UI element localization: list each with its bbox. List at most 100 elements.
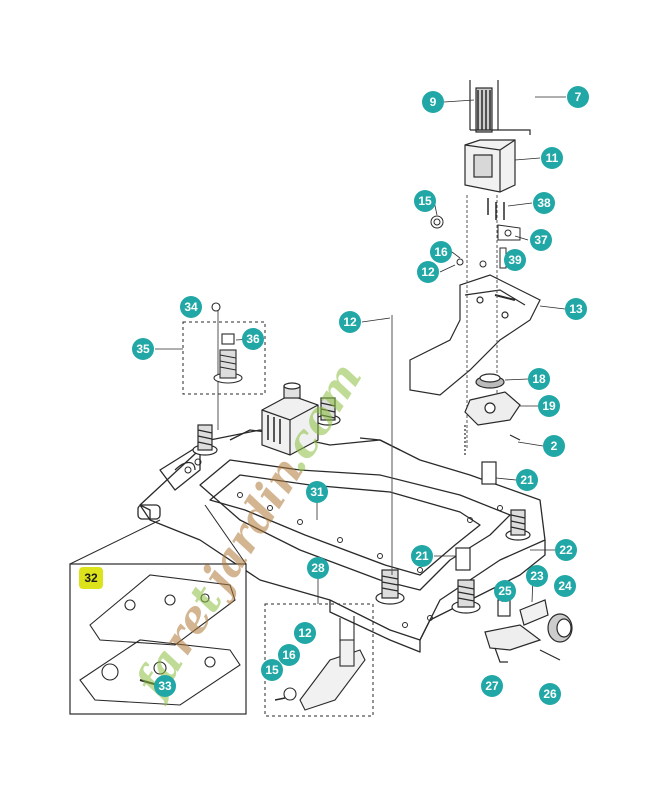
callout-badge [339, 311, 361, 333]
callout-badge [539, 683, 561, 705]
callout-2: 2 [543, 435, 565, 457]
callout-26: 26 [539, 683, 561, 705]
small-fasteners [430, 198, 521, 269]
callout-badge [154, 675, 176, 697]
callout-36: 36 [242, 328, 264, 350]
callout-badge [541, 147, 563, 169]
callout-label: 18 [532, 372, 546, 386]
callout-label: 15 [418, 194, 432, 208]
callout-label: 12 [421, 265, 435, 279]
callout-badge [307, 557, 329, 579]
callout-label: 24 [558, 579, 572, 593]
callout-badge [504, 249, 526, 271]
callout-badge [430, 241, 452, 263]
callout-badge [132, 338, 154, 360]
callout-32: 32 [79, 567, 103, 589]
callout-35: 35 [132, 338, 154, 360]
callout-badge [543, 435, 565, 457]
callout-22: 22 [555, 539, 577, 561]
callout-label: 33 [158, 679, 172, 693]
callout-badge [554, 575, 576, 597]
callout-label: 28 [311, 561, 325, 575]
callout-badge [414, 190, 436, 212]
callout-label: 12 [298, 626, 312, 640]
callout-34: 34 [180, 296, 202, 318]
callout-label: 21 [520, 473, 534, 487]
callout-label: 35 [136, 342, 150, 356]
callout-badge [565, 298, 587, 320]
callout-15a: 15 [414, 190, 436, 212]
spring-mount-right [505, 509, 531, 541]
callout-label: 21 [415, 549, 429, 563]
callout-label: 31 [310, 485, 324, 499]
callout-38: 38 [533, 192, 555, 214]
callout-19: 19 [538, 395, 560, 417]
callout-label: 9 [430, 95, 437, 109]
callout-7: 7 [567, 86, 589, 108]
callout-label: 34 [184, 300, 198, 314]
callout-label: 12 [343, 315, 357, 329]
callout-12a: 12 [417, 261, 439, 283]
callout-badge [417, 261, 439, 283]
watermark: fa re t jardin .com [124, 354, 372, 708]
spring-mount-left [192, 424, 218, 456]
callout-11: 11 [541, 147, 563, 169]
callout-badge [528, 368, 550, 390]
callout-33: 33 [154, 675, 176, 697]
callout-label: 27 [485, 679, 499, 693]
callout-23: 23 [526, 565, 548, 587]
callout-27: 27 [481, 675, 503, 697]
callout-label: 16 [282, 648, 296, 662]
callout-badge [533, 192, 555, 214]
spring-mount-front-left [375, 569, 405, 605]
callout-label: 23 [530, 569, 544, 583]
callout-label: 22 [559, 543, 573, 557]
callout-badge [79, 567, 103, 589]
callout-label: 39 [508, 253, 522, 267]
callout-label: 36 [246, 332, 260, 346]
detail-box-28 [264, 603, 374, 717]
callout-18: 18 [528, 368, 550, 390]
callout-21b: 21 [411, 545, 433, 567]
callout-label: 11 [546, 151, 559, 165]
callout-badge [242, 328, 264, 350]
spring-mounts [192, 397, 531, 614]
callout-31: 31 [306, 481, 328, 503]
callout-label: 37 [534, 233, 548, 247]
callout-25: 25 [494, 580, 516, 602]
callout-label: 19 [542, 399, 556, 413]
spring-mount-front-right [451, 579, 481, 614]
callout-badge [530, 229, 552, 251]
callout-badge [422, 91, 444, 113]
callout-badge [538, 395, 560, 417]
callout-label: 26 [543, 687, 557, 701]
callout-12b: 12 [339, 311, 361, 333]
callout-badge [555, 539, 577, 561]
callout-28: 28 [307, 557, 329, 579]
callout-badge [481, 675, 503, 697]
callout-label: 16 [434, 245, 448, 259]
callout-badge [180, 296, 202, 318]
callout-label: 25 [498, 584, 512, 598]
callout-badge [261, 659, 283, 681]
callout-39: 39 [504, 249, 526, 271]
callout-13: 13 [565, 298, 587, 320]
callout-9: 9 [422, 91, 444, 113]
callout-badge [411, 545, 433, 567]
callout-label: 7 [575, 90, 582, 104]
callout-label: 13 [569, 302, 583, 316]
frame-holes [184, 458, 503, 628]
motor-block [261, 382, 319, 456]
right-side-parts [484, 599, 573, 663]
callout-layer: 9 7 11 15 38 16 37 12 39 13 34 12 36 35 18 19 2 21 31 21 22 2… [79, 86, 589, 705]
callout-15b: 15 [261, 659, 283, 681]
callout-label: 2 [551, 439, 558, 453]
callout-21a: 21 [516, 469, 538, 491]
callout-12c: 12 [294, 622, 316, 644]
callout-badge [306, 481, 328, 503]
callout-16b: 16 [278, 644, 300, 666]
callout-badge [567, 86, 589, 108]
callout-37: 37 [530, 229, 552, 251]
callout-label: 38 [537, 196, 551, 210]
